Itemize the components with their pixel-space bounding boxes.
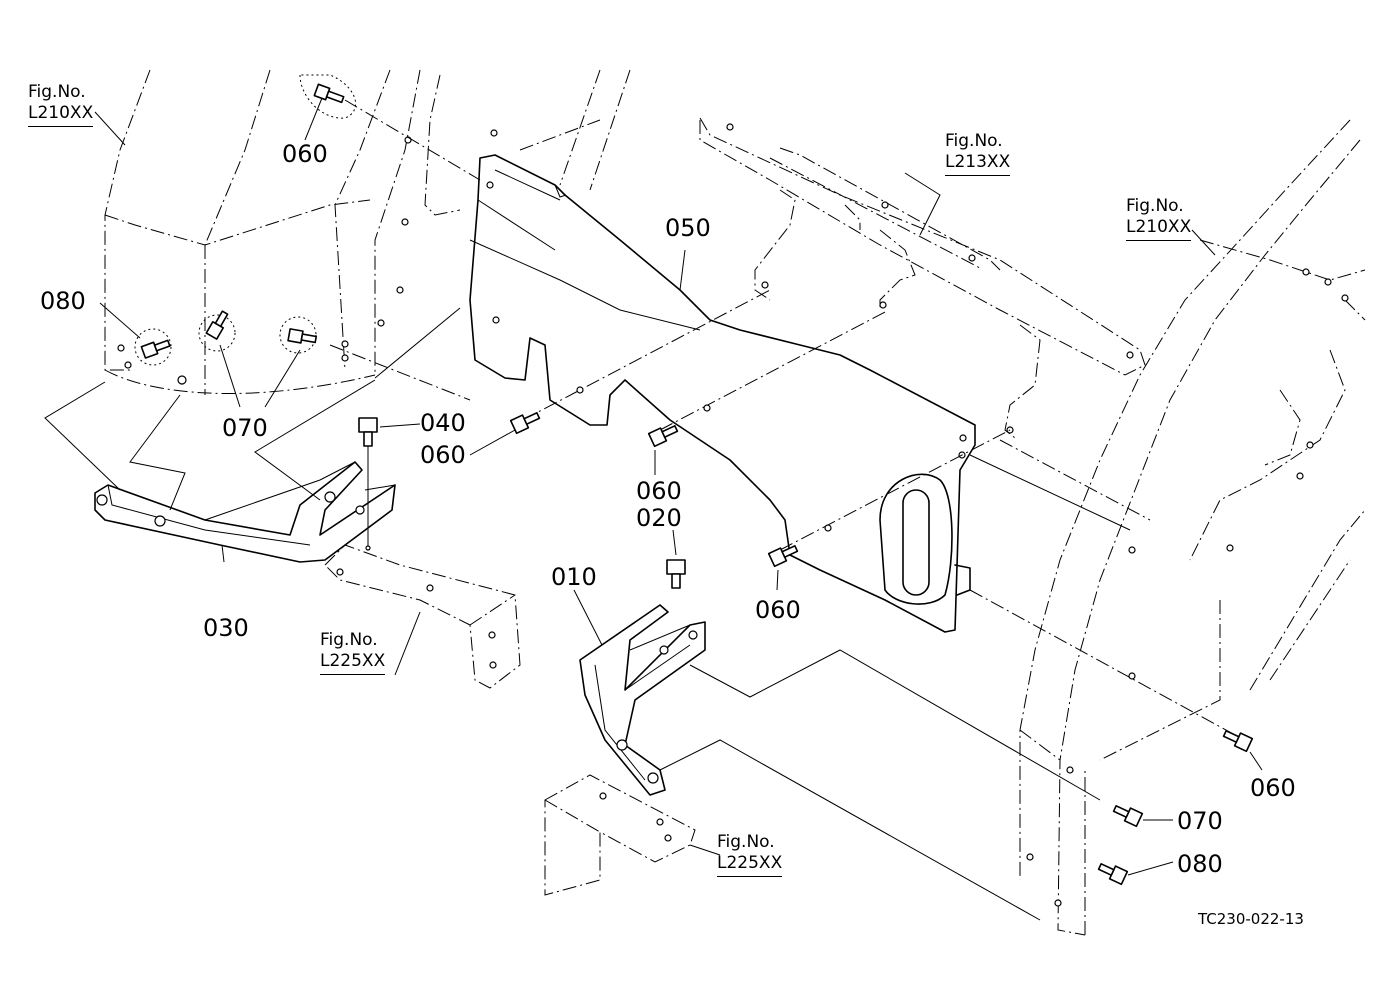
part-label-080: 080 xyxy=(40,287,86,315)
figure-ref-prefix: Fig.No. xyxy=(28,82,86,102)
figure-ref-lower-left-bracket: Fig.No. L225XX xyxy=(320,630,386,675)
lower-left-mount-bracket xyxy=(324,544,521,689)
part-label-060: 060 xyxy=(282,140,328,168)
bolt-020 xyxy=(666,559,686,589)
part-label-030: 030 xyxy=(203,614,249,642)
part-label-040: 040 xyxy=(420,409,466,437)
part-label-060: 060 xyxy=(755,596,801,624)
center-frame xyxy=(374,69,631,375)
drawing-code: TC230-022-13 xyxy=(1198,910,1304,928)
cover-plate-050 xyxy=(469,154,976,633)
step-bracket-030 xyxy=(94,461,396,563)
part-label-060: 060 xyxy=(636,477,682,505)
part-label-070: 070 xyxy=(1177,807,1223,835)
part-label-060: 060 xyxy=(1250,774,1296,802)
figure-ref-code: L210XX xyxy=(28,103,94,127)
part-label-010: 010 xyxy=(551,563,597,591)
part-label-060: 060 xyxy=(420,441,466,469)
bolt-060-right xyxy=(1222,730,1254,753)
upper-rail-bracket xyxy=(699,116,1146,439)
figure-ref-prefix: Fig.No. xyxy=(945,131,1003,151)
figure-ref-code: L225XX xyxy=(717,853,783,877)
bolt-070-right xyxy=(1112,805,1144,828)
right-fender-panel xyxy=(1019,119,1366,936)
assembly-lines xyxy=(44,99,1236,921)
bolt-080-right xyxy=(1097,863,1129,886)
bolt-080-left xyxy=(140,339,171,359)
part-label-070: 070 xyxy=(222,414,268,442)
figure-ref-upper-rail: Fig.No. L213XX xyxy=(945,131,1011,176)
part-label-020: 020 xyxy=(636,504,682,532)
leader-lines xyxy=(94,97,1263,876)
figure-ref-code: L213XX xyxy=(945,152,1011,176)
bolt-070-left-b xyxy=(287,328,318,344)
bolt-040 xyxy=(358,417,378,447)
part-label-080: 080 xyxy=(1177,850,1223,878)
figure-ref-left-fender: Fig.No. L210XX xyxy=(28,82,94,127)
bolts xyxy=(140,83,1254,886)
left-fender-panel xyxy=(104,69,391,395)
bolt-070-left-a xyxy=(205,310,229,340)
figure-ref-code: L210XX xyxy=(1126,217,1192,241)
bolt-060-mid-left xyxy=(509,412,541,435)
figure-ref-right-fender: Fig.No. L210XX xyxy=(1126,196,1192,241)
figure-ref-prefix: Fig.No. xyxy=(1126,196,1184,216)
bolt-060-mid xyxy=(647,425,679,448)
part-label-050: 050 xyxy=(665,214,711,242)
bolt-060-top xyxy=(313,83,345,104)
figure-ref-lower-middle-bracket: Fig.No. L225XX xyxy=(717,832,783,877)
lower-middle-mount-bracket xyxy=(544,774,696,896)
figure-ref-prefix: Fig.No. xyxy=(717,832,775,852)
step-bracket-010 xyxy=(579,604,706,796)
figure-ref-prefix: Fig.No. xyxy=(320,630,378,650)
bolt-060-lower xyxy=(767,545,799,568)
figure-ref-code: L225XX xyxy=(320,651,386,675)
